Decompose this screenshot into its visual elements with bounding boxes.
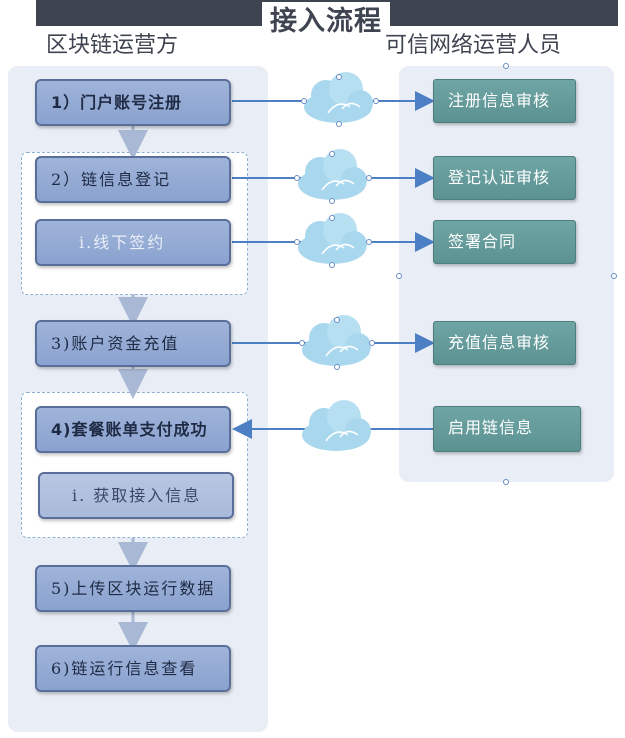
step-chain-info-register: 2）链信息登记: [35, 156, 231, 203]
step-account-recharge: 3)账户资金充值: [35, 320, 231, 367]
cloud-icon: [301, 399, 372, 452]
step-enable-chain-info: 启用链信息: [433, 406, 581, 452]
step-sign-contract: 签署合同: [433, 220, 576, 264]
step-package-payment-success: 4)套餐账单支付成功: [35, 406, 231, 453]
step-recharge-review: 充值信息审核: [433, 321, 576, 365]
step-register-review: 注册信息审核: [433, 79, 576, 123]
diagram-title: 接入流程: [262, 2, 390, 42]
step-get-access-info: i. 获取接入信息: [38, 472, 234, 519]
step-portal-register: 1）门户账号注册: [35, 79, 231, 126]
left-column-title: 区块链运营方: [46, 33, 179, 58]
right-column-title: 可信网络运营人员: [385, 33, 562, 58]
handle-dots: [294, 63, 617, 485]
step-view-chain-info: 6)链运行信息查看: [35, 645, 231, 692]
step-registration-auth-review: 登记认证审核: [433, 156, 576, 200]
step-offline-signing: i.线下签约: [35, 219, 231, 266]
step-upload-block-data: 5)上传区块运行数据: [35, 565, 231, 612]
